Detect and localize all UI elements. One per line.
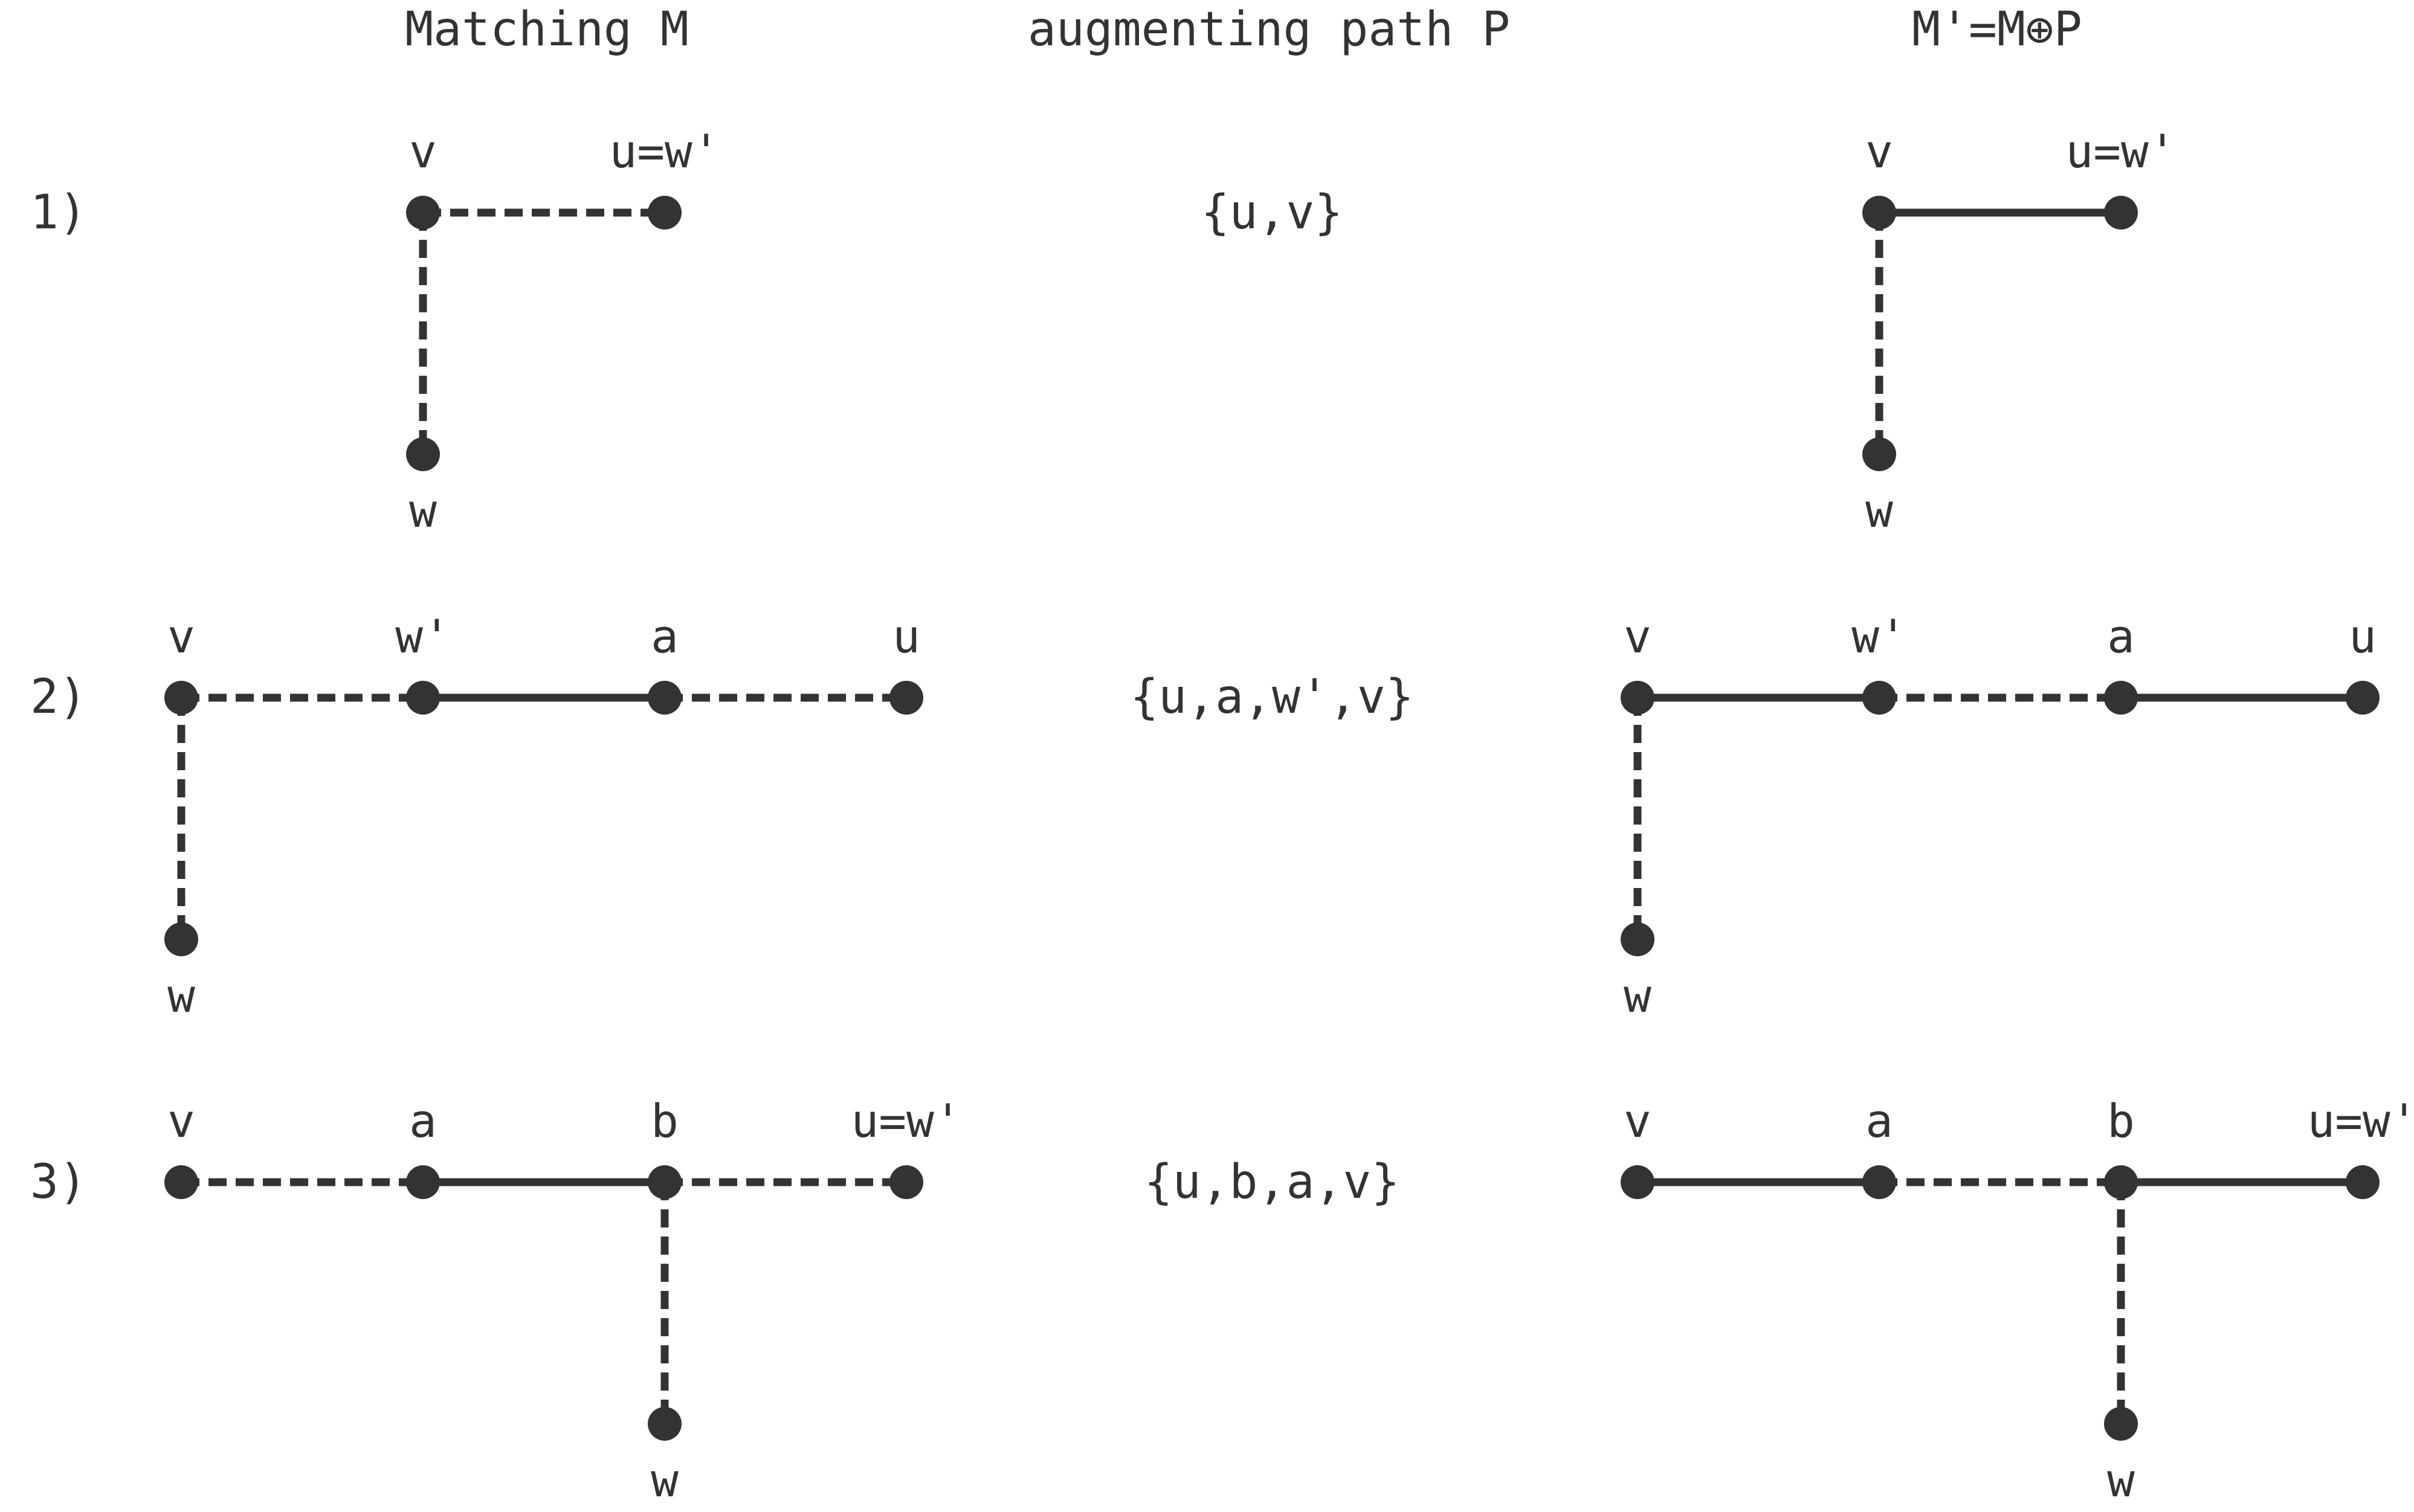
graph-node-v [1621,1165,1654,1199]
node-label-u: u [2349,610,2377,663]
graph-node-v [406,196,440,230]
header-augmenting-path: augmenting path P [1028,2,1510,57]
node-label-w: w [1624,969,1651,1023]
graph-node-u [889,681,923,715]
graph-node-u [2346,681,2380,715]
row-label: 3) [30,1155,87,1209]
graph-node-w [406,437,440,471]
graph-node-u [2346,1165,2380,1199]
graph-node-b [648,1165,682,1199]
header-matching: Matching M [405,2,689,57]
graph-node-v [1621,681,1654,715]
node-label-v: v [1865,124,1893,178]
graph-node-a [406,1165,440,1199]
node-label-v: v [1624,1094,1651,1148]
node-label-w: w [651,1453,679,1507]
node-label-w: w [2107,1453,2135,1507]
graph-node-b [2104,1165,2138,1199]
graph-node-w [164,922,198,956]
graph-node-wp [1862,681,1896,715]
node-label-u: u=w' [851,1094,961,1148]
graph-node-u [2104,196,2138,230]
graph-node-w [648,1407,682,1441]
node-label-v: v [167,610,195,663]
row-label: 2) [30,670,87,724]
graph-node-wp [406,681,440,715]
graph-node-v [164,1165,198,1199]
node-label-v: v [1624,610,1651,663]
node-label-u: u=w' [2065,124,2176,178]
node-label-w: w [1865,484,1893,538]
augmenting-path-text: {u,b,a,v} [1144,1155,1400,1209]
node-label-v: v [409,124,437,178]
node-label-v: v [167,1094,195,1148]
node-label-w: w [167,969,195,1023]
header-result: M'=M⊕P [1912,2,2082,57]
augmenting-path-text: {u,v} [1201,185,1343,240]
graph-node-a [648,681,682,715]
node-label-a: a [651,610,679,663]
node-label-a: a [409,1094,437,1148]
graph-node-w [1621,922,1654,956]
graph-node-v [164,681,198,715]
node-label-b: b [2107,1094,2135,1148]
node-label-a: a [1865,1094,1893,1148]
node-label-b: b [651,1094,679,1148]
node-label-a: a [2107,610,2135,663]
node-label-wp: w' [1851,610,1907,663]
graph-node-a [1862,1165,1896,1199]
graph-node-a [2104,681,2138,715]
node-label-wp: w' [395,610,451,663]
node-label-u: u=w' [2307,1094,2414,1148]
row-label: 1) [30,185,87,240]
node-label-u: u [892,610,920,663]
graph-node-w [1862,437,1896,471]
graph-node-w [2104,1407,2138,1441]
graph-node-u [648,196,682,230]
graphs-layer: v u=w' w v u=w' w v w' a u w v w' a u w v a b u=w' w v a b u=w' w [164,124,2414,1507]
node-label-u: u=w' [609,124,720,178]
augmenting-path-text: {u,a,w',v} [1130,670,1414,724]
graph-node-v [1862,196,1896,230]
graph-node-u [889,1165,923,1199]
node-label-w: w [409,484,437,538]
